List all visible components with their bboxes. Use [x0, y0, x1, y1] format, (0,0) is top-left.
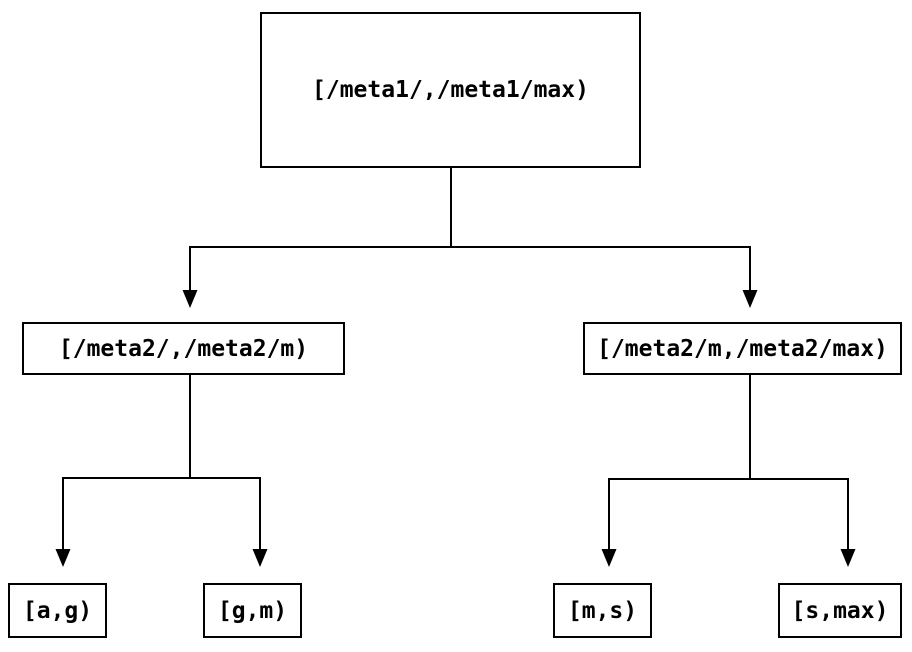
arrow-down-icon — [601, 549, 617, 567]
node-label: [g,m) — [217, 597, 288, 624]
tree-node-branch-left: [/meta2/,/meta2/m) — [22, 322, 345, 375]
tree-node-branch-right: [/meta2/m,/meta2/max) — [583, 322, 902, 375]
tree-node-root: [/meta1/,/meta1/max) — [260, 12, 641, 168]
node-label: [/meta2/,/meta2/m) — [58, 335, 309, 362]
node-label: [/meta1/,/meta1/max) — [312, 77, 589, 103]
arrow-down-icon — [252, 549, 268, 567]
arrow-down-icon — [742, 290, 758, 308]
arrow-down-icon — [182, 290, 198, 308]
tree-node-leaf-gm: [g,m) — [203, 583, 302, 638]
tree-node-leaf-smax: [s,max) — [778, 583, 902, 638]
arrow-down-icon — [55, 549, 71, 567]
tree-node-leaf-ag: [a,g) — [8, 583, 107, 638]
tree-node-leaf-ms: [m,s) — [553, 583, 652, 638]
node-label: [/meta2/m,/meta2/max) — [597, 335, 888, 362]
arrow-down-icon — [840, 549, 856, 567]
node-label: [m,s) — [567, 597, 638, 624]
node-label: [s,max) — [791, 597, 889, 624]
node-label: [a,g) — [22, 597, 93, 624]
